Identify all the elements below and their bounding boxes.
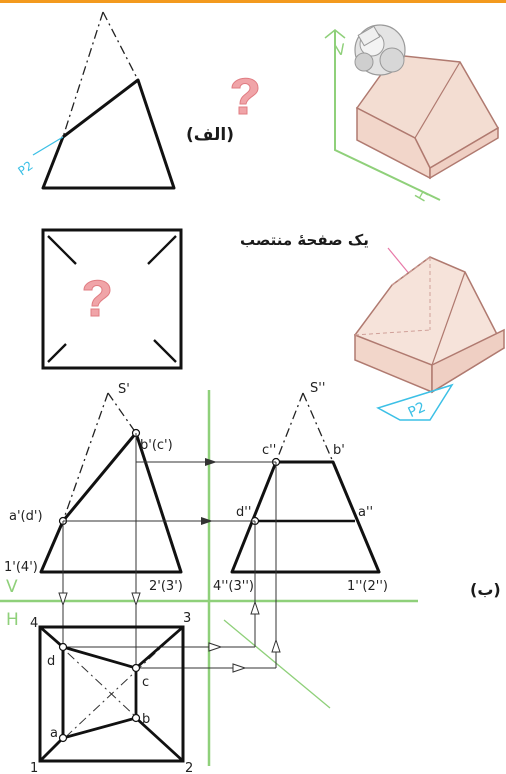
front-bc-label: b'(c') bbox=[140, 438, 173, 453]
iso-prism-top: V H bbox=[324, 24, 500, 205]
top-accent-bar bbox=[0, 0, 506, 3]
top-4-label: 4 bbox=[30, 616, 38, 631]
top-b-label: b bbox=[142, 712, 150, 727]
side-view bbox=[230, 392, 381, 574]
side-a-label: a'' bbox=[358, 505, 373, 520]
top-2-label: 2 bbox=[185, 761, 193, 774]
top-d-label: d bbox=[47, 654, 55, 669]
front-23-label: 2'(3') bbox=[149, 579, 183, 594]
p2-label-iso: P2 bbox=[406, 399, 428, 421]
vertical-plane-note: یک صفحهٔ منتصب bbox=[240, 231, 369, 249]
top-c-label: c bbox=[142, 675, 149, 690]
miter-line bbox=[223, 619, 331, 709]
front-ad-label: a'(d') bbox=[9, 509, 43, 524]
iso-prism-cut: P2 bbox=[353, 256, 505, 421]
top-1-label: 1 bbox=[30, 761, 38, 774]
top-a-label: a bbox=[50, 726, 58, 741]
front-14-label: 1'(4') bbox=[4, 560, 38, 575]
question-mark-icon bbox=[83, 279, 111, 317]
question-mark-icon bbox=[231, 77, 259, 115]
projection-lines bbox=[58, 433, 281, 673]
quill-pen-icon bbox=[354, 24, 406, 76]
top-3-label: 3 bbox=[183, 611, 191, 626]
front-apex-label: S' bbox=[118, 382, 130, 397]
ground-h-label: H bbox=[6, 610, 19, 630]
side-43-label: 4''(3'') bbox=[213, 579, 254, 594]
side-d-label: d'' bbox=[236, 505, 251, 520]
side-apex-label: S'' bbox=[310, 381, 325, 396]
ground-v-label: V bbox=[6, 577, 18, 597]
front-view bbox=[39, 392, 183, 574]
alef-top-view bbox=[41, 228, 183, 370]
alef-front-view: P2 bbox=[15, 11, 176, 190]
alef-label: (الف) bbox=[186, 125, 234, 145]
iso-v-label: V bbox=[334, 40, 348, 60]
side-12-label: 1''(2'') bbox=[347, 579, 388, 594]
top-view bbox=[38, 625, 185, 763]
side-b-label: b' bbox=[333, 443, 345, 458]
iso-h-label: H bbox=[411, 186, 432, 205]
p2-label-top: P2 bbox=[15, 158, 35, 178]
side-c-label: c'' bbox=[262, 443, 276, 458]
be-label: (ب) bbox=[470, 580, 501, 599]
